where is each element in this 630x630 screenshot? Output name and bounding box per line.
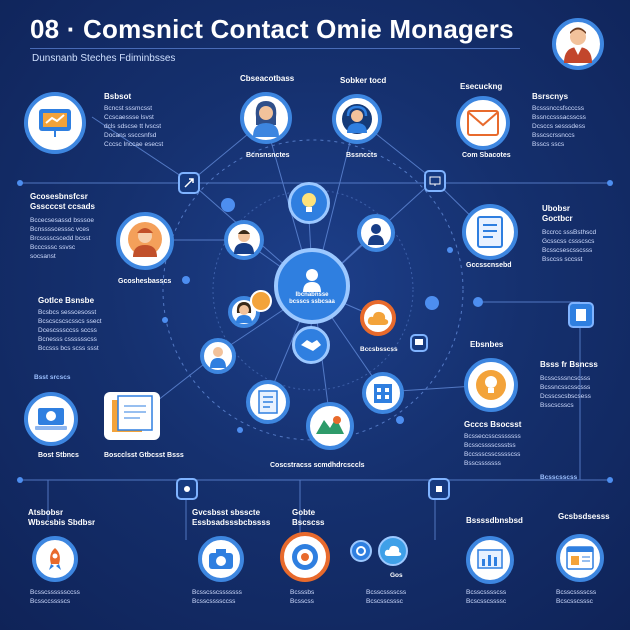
bottom-heading-1: Atsbobsr Wbscsbis Sbdbsr: [28, 508, 96, 527]
top-mid2-sub: Bssnccts: [346, 152, 378, 159]
handshake-icon: [292, 326, 330, 364]
chat-icon: [410, 334, 428, 352]
top-left-text: Bcncst sssmcsst Ccscaessse lsvst dcls sd…: [104, 105, 164, 148]
man-avatar-icon: [224, 220, 264, 260]
user-silhouette-icon: [357, 214, 395, 252]
top-mid2-label: Sobker tocd: [340, 76, 387, 85]
page-title: 08 · Comsnict Contact Omie Monagers: [30, 14, 514, 44]
headset-support-icon: [332, 94, 382, 144]
cloud-network-icon: [378, 536, 408, 566]
badge-icon: [250, 290, 272, 312]
bottom-heading-4: Bssssdbnsbsd: [466, 516, 523, 525]
right3-heading: Ebsnbes: [470, 340, 504, 349]
gears-settings-icon: [350, 540, 372, 562]
email-envelope-icon: [456, 96, 510, 150]
document-card-icon: [104, 392, 160, 440]
link-icon: [178, 172, 200, 194]
lightbulb-idea-icon: [288, 182, 330, 224]
page-subtitle: Dunsnanb Steches Fdiminbsses: [32, 53, 176, 64]
top-mid1-sub: Bcnsnsnctes: [246, 152, 290, 159]
right3-text: Bcsscsssncscsss Bcssncsscsscsss Dcsscscs…: [540, 375, 591, 409]
left4-sub2: Boscclsst Gtbcsst Bsss: [104, 452, 184, 459]
top-left-heading: Bsbsot: [104, 92, 132, 101]
top-right-heading2: Bsrscnys: [532, 92, 569, 101]
map-location-icon: [306, 402, 354, 450]
bottom-sub-1: Bcsscssssssccss Bcssccsssscs: [30, 589, 80, 605]
center-label: Ibcnabnsse bcsscs ssbcsaa: [289, 292, 335, 305]
right4-small: Bcsscsscss: [540, 474, 578, 481]
top-right-sub: Com Sbacotes: [462, 152, 511, 159]
right2-heading: Ubobsr Goctbcr: [542, 204, 573, 223]
cloud-sync-icon: [360, 300, 396, 336]
target-circle-icon: [280, 532, 330, 582]
folder-docs-icon: [246, 380, 290, 424]
bar-chart-icon: [466, 536, 514, 584]
bottom-sub-4: Bcsscsssscss Bcscsscsssc: [366, 589, 407, 605]
bottom-sub-6: Bcsscsssscss Bcscsscsssc: [556, 589, 597, 605]
rocket-launch-icon: [32, 536, 78, 582]
calendar-grid-icon: [362, 372, 404, 414]
central-person-icon: Ibcnabnsse bcsscs ssbcsaa: [274, 248, 350, 324]
top-right-text: Bcsssnccsfscccss Bssnccsssacsscss Dcsccs…: [532, 105, 586, 148]
presentation-board-icon: [24, 92, 86, 154]
center-bottom-label: Coscstracss scmdhdrcsccls: [270, 462, 365, 469]
monitor-icon: [424, 170, 446, 192]
connector-icon-1: [176, 478, 198, 500]
left3-text: Bcsbcs sesscesosst Bcscscscscsscs ssect …: [38, 309, 102, 352]
left3-heading: Gotlce Bsnsbe: [38, 296, 95, 305]
right2-text: Bccrcc sssBsthscd Gcsscss cssscscs Bcssc…: [542, 229, 597, 263]
bottom-sub-5: Bcsscsssscss Bcscsscssssc: [466, 589, 507, 605]
document-list-icon: [462, 204, 518, 260]
left2-heading: Gcosesbnsfcsr Gsscccst ccsads: [30, 192, 95, 211]
left4-sub1: Bost Stbncs: [38, 452, 79, 459]
browser-window-icon: [556, 534, 604, 582]
top-right-heading: Esecuckng: [460, 82, 503, 91]
connector-icon-2: [428, 478, 450, 500]
right3-text2: Bcsseccsscsssssss Bcsscsssscssstss Bccss…: [464, 433, 521, 467]
lightbulb-orange-icon: [464, 358, 518, 412]
bottom-heading-5: Gcsbsdsesss: [558, 512, 610, 521]
left2-text: Bccecsesassd bsssoe Bcnsssscesssc vces B…: [30, 217, 94, 260]
top-mid1-label: Cbseacotbass: [240, 74, 295, 83]
bottom-sub-2: Bcsscsscsssssss Bcsscssssccss: [192, 589, 242, 605]
right3-heading2: Bsss fr Bsncss: [540, 360, 598, 369]
person-avatar-icon: [552, 18, 604, 70]
left2-sub: Gcoshesbasscs: [118, 278, 172, 285]
bottom-heading-2: Gvcsbsst sbsscte Essbsadsssbcbssss: [192, 508, 271, 527]
right2-sub: Gccsscnsebd: [466, 262, 512, 269]
document-small-icon: [568, 302, 594, 328]
woman-small-avatar-icon: [228, 296, 260, 328]
person-orange-avatar-icon: [116, 212, 174, 270]
bottom-mini-label: Gos: [390, 572, 403, 579]
mid-small-label: Bccsbsscss: [360, 346, 398, 353]
woman-avatar-icon: [240, 92, 292, 144]
bottom-sub-3: Bcsssbs Bcsscss: [290, 589, 315, 605]
title-divider: [30, 48, 520, 49]
agent-avatar-icon: [200, 338, 236, 374]
bottom-heading-3: Gobte Bscscss: [292, 508, 325, 527]
laptop-dashboard-icon: [24, 392, 78, 446]
left4-small: Bsst srcscs: [34, 374, 71, 381]
camera-icon: [198, 536, 244, 582]
right3-sub: Gcccs Bsocsst: [464, 420, 522, 429]
